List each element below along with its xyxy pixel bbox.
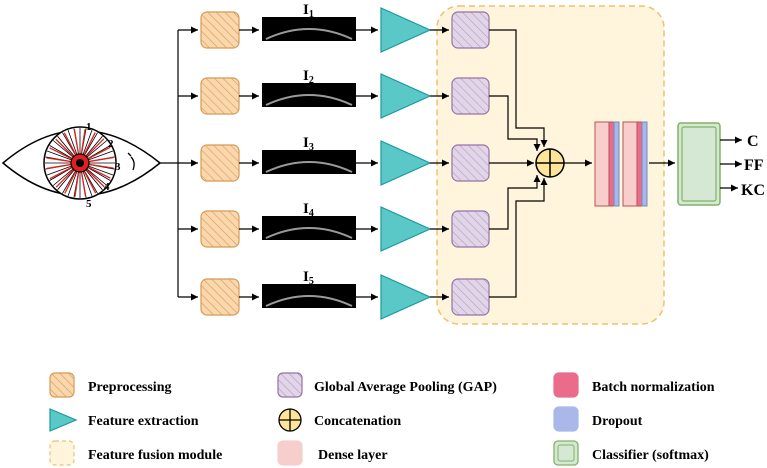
feature-extraction-triangle	[380, 73, 432, 119]
eye-number-2: 2	[108, 138, 114, 150]
eye-icon	[1, 126, 162, 200]
image-label: I1	[303, 2, 314, 20]
batch-normalization-layer	[608, 121, 615, 207]
legend-gap-swatch	[277, 372, 303, 398]
dropout-layer	[613, 121, 620, 207]
preprocessing-block	[200, 278, 240, 316]
cornea-arc	[265, 28, 353, 40]
classifier	[677, 122, 721, 206]
gap-to-concat-connector	[489, 95, 541, 151]
legend-feature-extraction-swatch	[49, 408, 78, 432]
legend-feature-fusion-swatch	[49, 440, 75, 466]
legend-gap-label: Global Average Pooling (GAP)	[314, 380, 497, 395]
eye-number-5: 5	[86, 198, 92, 210]
preprocessing-block	[200, 144, 240, 182]
output-label-kc: KC	[741, 182, 765, 199]
cornea-arc	[265, 94, 353, 106]
gap-to-concat-connector	[489, 29, 548, 147]
gap-block	[451, 210, 490, 248]
batch-normalization-layer	[636, 121, 643, 207]
legend-dropout-swatch	[553, 406, 579, 432]
legend-batch-norm-swatch	[553, 372, 579, 398]
output-label-c: C	[747, 133, 759, 150]
gap-block	[451, 77, 490, 115]
legend-dropout-label: Dropout	[592, 414, 643, 429]
eye-number-1: 1	[86, 121, 92, 133]
feature-extraction-triangle	[380, 206, 432, 252]
dense-layer	[622, 121, 638, 207]
branch-5: I5	[178, 269, 490, 320]
preprocessing-block	[200, 11, 240, 49]
cornea-arc	[265, 161, 353, 173]
legend-preprocessing-label: Preprocessing	[88, 380, 171, 395]
gap-block	[451, 278, 490, 316]
cornea-arc	[265, 295, 353, 307]
preprocessing-block	[200, 77, 240, 115]
feature-extraction-triangle	[380, 140, 432, 186]
preprocessing-block	[200, 210, 240, 248]
gap-to-concat-connector	[489, 175, 541, 230]
gap-block	[451, 144, 490, 182]
dense-layer	[594, 121, 610, 207]
dropout-layer	[641, 121, 648, 207]
legend-classifier-label: Classifier (softmax)	[592, 448, 709, 463]
gap-block	[451, 11, 490, 49]
legend-feature-extraction-label: Feature extraction	[88, 414, 199, 429]
output-label-ff: FF	[744, 157, 764, 174]
feature-extraction-triangle	[380, 274, 432, 320]
legend-preprocessing-swatch	[49, 372, 75, 398]
cornea-arc	[265, 227, 353, 239]
branch-3: I3	[178, 135, 490, 186]
feature-extraction-triangle	[380, 7, 432, 53]
eye-number-3: 3	[115, 161, 121, 173]
legend-concatenation-swatch	[278, 408, 302, 432]
legend-dense-label: Dense layer	[318, 448, 388, 463]
image-label: I4	[303, 201, 314, 219]
legend-batch-norm-label: Batch normalization	[592, 380, 715, 395]
gap-to-concat-connector	[489, 178, 548, 298]
branch-4: I4	[178, 201, 490, 252]
legend-dense-swatch	[277, 440, 303, 466]
image-label: I5	[303, 269, 314, 287]
legend-concatenation-label: Concatenation	[314, 414, 401, 429]
concatenation-node	[535, 148, 565, 178]
branch-1: I1	[178, 2, 490, 53]
image-label: I2	[303, 68, 314, 86]
legend: Preprocessing Feature extraction Feature…	[49, 372, 715, 466]
branch-2: I2	[178, 68, 490, 119]
image-label: I3	[303, 135, 314, 153]
legend-feature-fusion-label: Feature fusion module	[88, 448, 222, 463]
eye-number-4: 4	[104, 181, 110, 193]
dense-stack	[594, 121, 648, 207]
legend-classifier-swatch	[553, 440, 579, 466]
